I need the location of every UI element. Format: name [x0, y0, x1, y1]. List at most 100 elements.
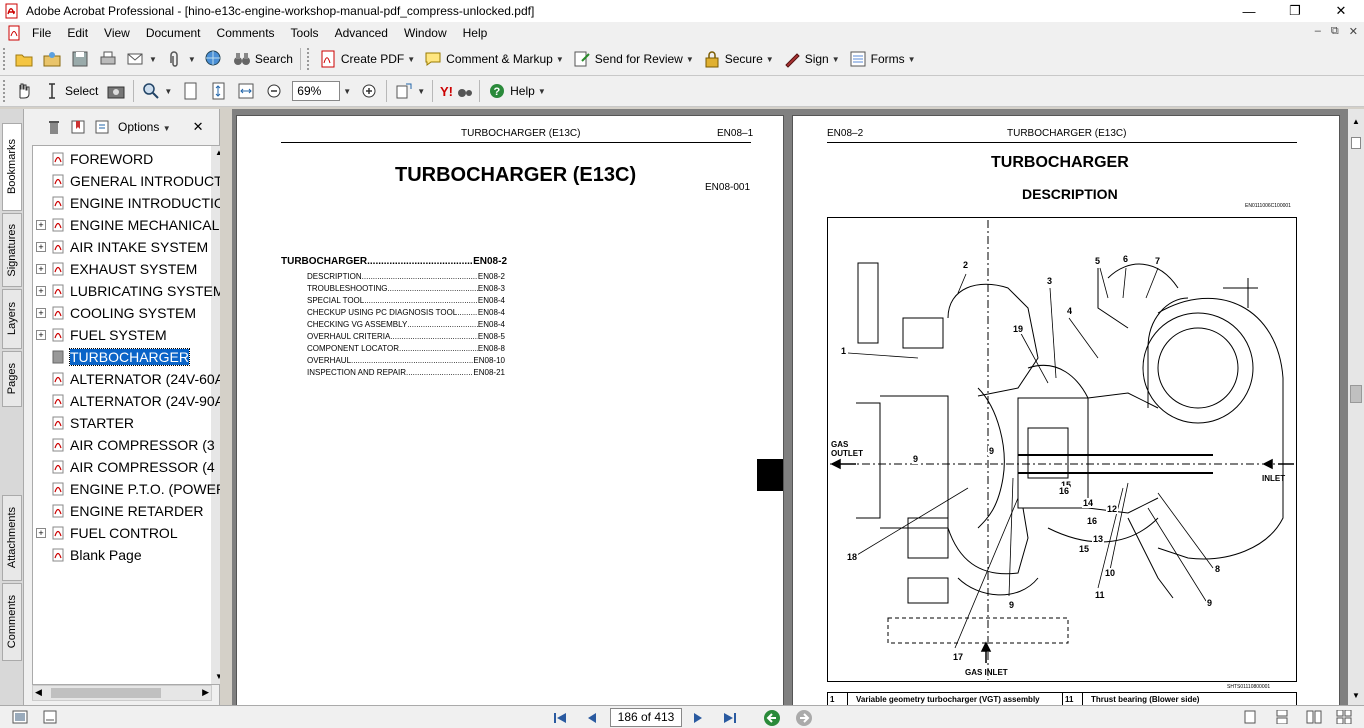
toc-entry[interactable]: CHECKUP USING PC DIAGNOSIS TOOL.........… [307, 308, 505, 317]
menu-file[interactable]: File [32, 25, 52, 40]
bookmark-item[interactable]: Blank Page [33, 544, 142, 566]
save-button[interactable] [66, 46, 94, 72]
sign-button[interactable]: Sign▼ [778, 46, 844, 72]
toc-entry[interactable]: TROUBLESHOOTING.........................… [307, 284, 505, 293]
organizer-button[interactable] [38, 46, 66, 72]
bookmarks-hscrollbar[interactable]: ◀ ▶ [32, 685, 212, 701]
bookmark-item[interactable]: +COOLING SYSTEM [33, 302, 196, 324]
fit-page-button[interactable] [204, 78, 232, 104]
expand-icon[interactable]: + [36, 286, 46, 296]
web-button[interactable] [200, 46, 228, 72]
zoom-in-button[interactable] [355, 78, 383, 104]
bookmark-item[interactable]: +ENGINE MECHANICAL [33, 214, 219, 236]
panel-splitter[interactable] [220, 109, 232, 705]
menu-help[interactable]: Help [462, 25, 488, 40]
tab-pages[interactable]: Pages [2, 351, 22, 407]
menu-comments[interactable]: Comments [216, 25, 275, 40]
actual-size-button[interactable] [176, 78, 204, 104]
bookmark-item[interactable]: ENGINE INTRODUCTION [33, 192, 227, 214]
bookmark-item[interactable]: ENGINE RETARDER [33, 500, 204, 522]
tab-bookmarks[interactable]: Bookmarks [2, 123, 22, 211]
toc-entry[interactable]: OVERHAUL................................… [307, 356, 505, 365]
zoom-out-button[interactable] [260, 78, 288, 104]
bookmark-item[interactable]: +FUEL SYSTEM [33, 324, 167, 346]
toc-entry[interactable]: INSPECTION AND REPAIR...................… [307, 368, 505, 377]
menu-advanced[interactable]: Advanced [334, 25, 388, 40]
bookmark-item[interactable]: AIR COMPRESSOR (3 [33, 434, 215, 456]
toc-entry[interactable]: OVERHAUL CRITERIA.......................… [307, 332, 505, 341]
toolbar-grip[interactable] [3, 80, 7, 102]
split-view-icon[interactable] [1351, 137, 1361, 149]
new-bookmark-icon[interactable] [70, 119, 86, 135]
doc-close-button[interactable]: ✕ [1348, 26, 1358, 38]
scroll-down-icon[interactable]: ▼ [1352, 691, 1360, 700]
hand-tool-button[interactable] [10, 78, 38, 104]
continuous-facing-icon[interactable] [1336, 710, 1352, 724]
attach-button[interactable]: ▼ [161, 46, 200, 72]
toolbar-grip[interactable] [3, 48, 7, 70]
fit-width-button[interactable] [232, 78, 260, 104]
tab-comments[interactable]: Comments [2, 583, 22, 661]
bookmark-item[interactable]: +FUEL CONTROL [33, 522, 178, 544]
comment-markup-button[interactable]: Comment & Markup▼ [419, 46, 568, 72]
options-menu[interactable]: Options ▼ [118, 120, 171, 134]
expand-icon[interactable]: + [36, 308, 46, 318]
expand-icon[interactable]: + [36, 528, 46, 538]
facing-icon[interactable] [1306, 710, 1322, 724]
single-page-icon[interactable] [1242, 710, 1258, 724]
menu-edit[interactable]: Edit [67, 25, 89, 40]
scroll-up-icon[interactable]: ▲ [1352, 117, 1360, 126]
toc-entry[interactable]: SPECIAL TOOL............................… [307, 296, 505, 305]
help-button[interactable]: ?Help▼ [483, 78, 550, 104]
page-number-field[interactable]: 186 of 413 [610, 708, 682, 727]
bookmark-item[interactable]: AIR COMPRESSOR (4 [33, 456, 215, 478]
zoom-level-select[interactable]: 69%▼ [288, 78, 355, 104]
bookmark-item[interactable]: FOREWORD [33, 148, 153, 170]
toolbar-grip[interactable] [306, 48, 311, 70]
toggle-panel-icon[interactable] [42, 710, 58, 724]
secure-button[interactable]: Secure▼ [698, 46, 778, 72]
scroll-down-icon[interactable]: ▼ [215, 672, 223, 681]
bookmark-item[interactable]: +AIR INTAKE SYSTEM [33, 236, 208, 258]
trash-icon[interactable] [46, 119, 62, 135]
rotate-view-button[interactable]: ▼ [390, 78, 429, 104]
bookmark-item[interactable]: ALTERNATOR (24V-60A) [33, 368, 227, 390]
previous-view-button[interactable] [762, 709, 782, 727]
bookmark-item[interactable]: +LUBRICATING SYSTEM [33, 280, 225, 302]
restore-button[interactable]: ❐ [1289, 3, 1301, 18]
bookmark-item[interactable]: TURBOCHARGER [33, 346, 191, 368]
next-page-button[interactable] [688, 709, 708, 727]
document-scrollbar[interactable]: ▲ ▼ [1348, 109, 1364, 705]
zoom-level-input[interactable]: 69% [292, 81, 341, 101]
create-pdf-button[interactable]: Create PDF▼ [314, 46, 419, 72]
tab-layers[interactable]: Layers [2, 289, 22, 349]
previous-page-button[interactable] [582, 709, 602, 727]
tab-signatures[interactable]: Signatures [2, 213, 22, 287]
expand-icon[interactable]: + [36, 330, 46, 340]
send-review-button[interactable]: Send for Review▼ [568, 46, 698, 72]
toc-entry[interactable]: CHECKING VG ASSEMBLY....................… [307, 320, 505, 329]
doc-restore-button[interactable]: ⧉ [1330, 25, 1339, 37]
menu-view[interactable]: View [104, 25, 130, 40]
hscroll-thumb[interactable] [51, 688, 161, 698]
bookmark-item[interactable]: ALTERNATOR (24V-90A) [33, 390, 227, 412]
toc-entry[interactable]: COMPONENT LOCATOR.......................… [307, 344, 505, 353]
scroll-right-icon[interactable]: ▶ [202, 687, 209, 697]
expand-icon[interactable]: + [36, 242, 46, 252]
doc-minimize-button[interactable]: – [1314, 25, 1321, 37]
minimize-button[interactable]: — [1242, 3, 1256, 19]
continuous-icon[interactable] [1274, 710, 1290, 724]
expand-icon[interactable]: + [36, 220, 46, 230]
scroll-left-icon[interactable]: ◀ [35, 687, 42, 697]
scroll-up-icon[interactable]: ▲ [215, 148, 223, 157]
email-button[interactable]: ▼ [122, 46, 161, 72]
menu-window[interactable]: Window [403, 25, 447, 40]
yahoo-search-button[interactable]: Y! [436, 78, 476, 104]
bookmark-item[interactable]: ENGINE P.T.O. (POWER [33, 478, 226, 500]
last-page-button[interactable] [720, 709, 740, 727]
close-button[interactable]: ✕ [1335, 3, 1347, 18]
toc-main-entry[interactable]: TURBOCHARGER ...........................… [281, 256, 507, 267]
open-button[interactable] [10, 46, 38, 72]
toc-entry[interactable]: DESCRIPTION.............................… [307, 272, 505, 281]
expand-icon[interactable]: + [36, 264, 46, 274]
